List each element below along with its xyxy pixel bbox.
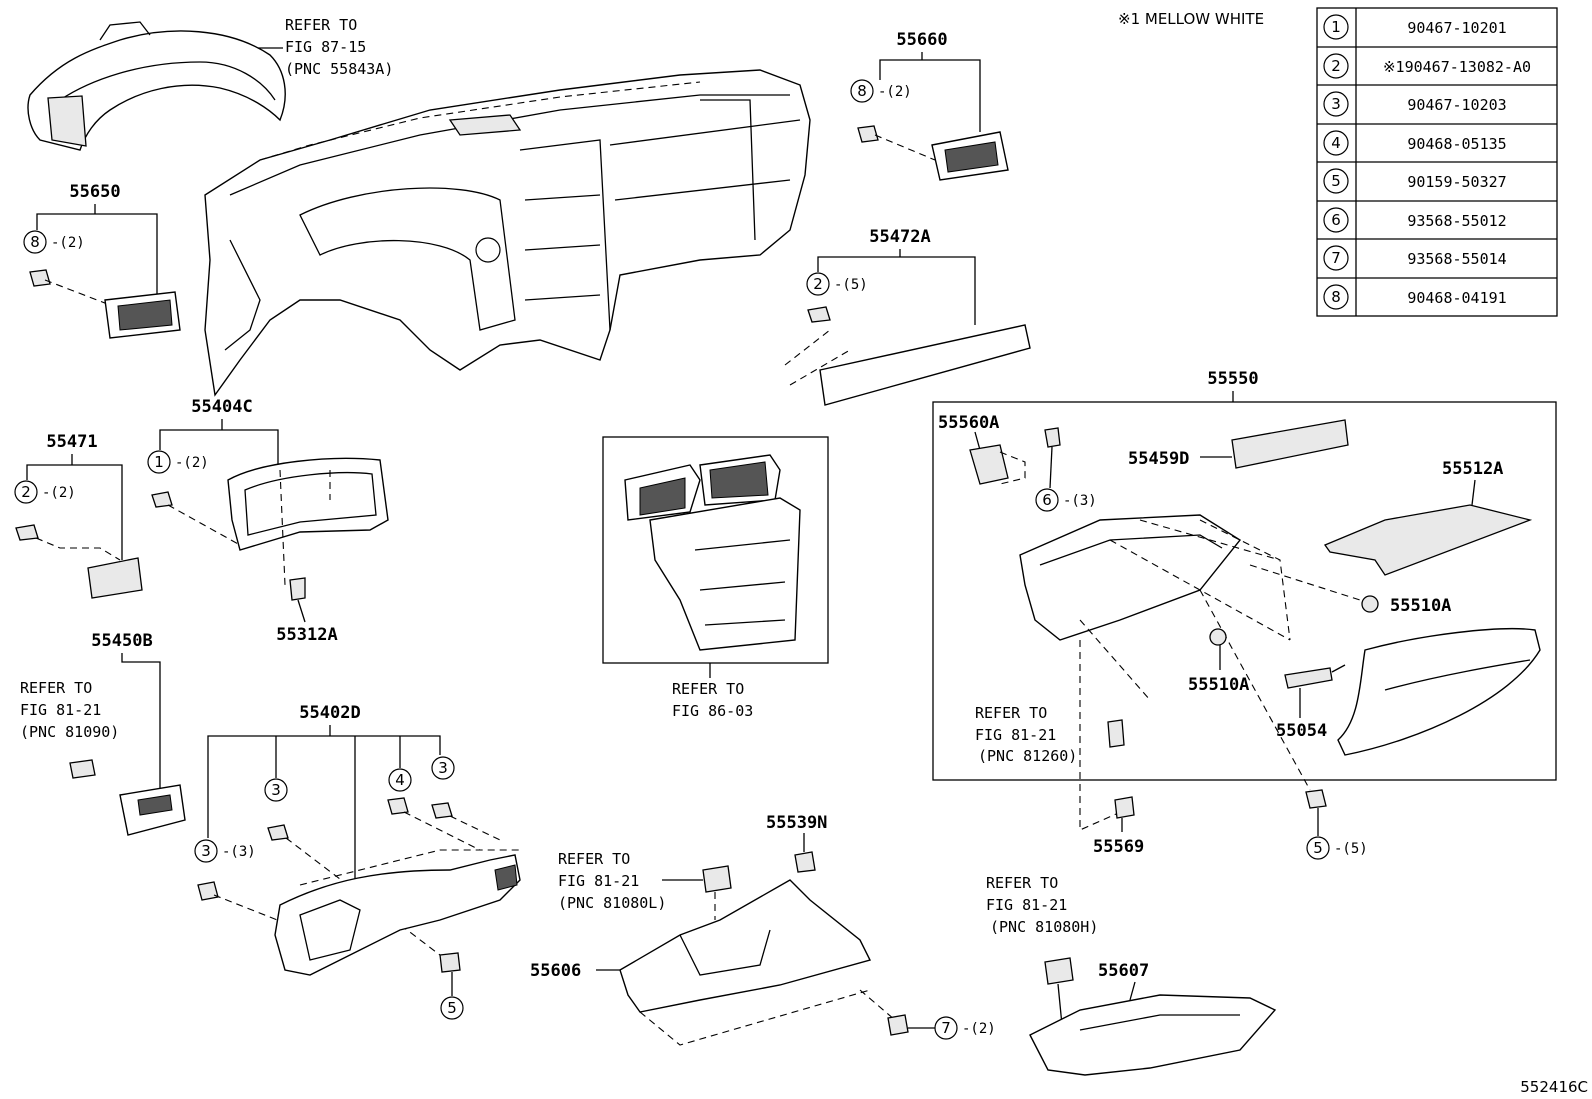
part-label-55539N: 55539N <box>766 813 827 833</box>
callout-quantity: -(2) <box>175 455 209 471</box>
table-row-number: 7 <box>1331 249 1341 267</box>
part-label-55402D: 55402D <box>299 703 360 723</box>
refer-to-fig: FIG 81-21 <box>20 701 101 719</box>
callout-number: 3 <box>438 759 448 777</box>
refer-to-pnc: (PNC 81090) <box>20 723 119 741</box>
callout-2-55471: 2 -(2) <box>14 480 76 504</box>
callout-number: 1 <box>154 453 164 471</box>
callout-3-right: 3 <box>431 756 455 780</box>
callout-3-mid: 3 <box>264 778 288 802</box>
center-panel-drawing <box>624 454 801 651</box>
part-label-55054: 55054 <box>1276 721 1327 741</box>
part-label-55459D: 55459D <box>1128 449 1189 469</box>
table-part-number: 90467-10201 <box>1407 19 1506 37</box>
part-label-55650: 55650 <box>69 182 120 202</box>
refer-to-text: REFER TO <box>20 679 92 697</box>
table-row-number: 3 <box>1331 95 1341 113</box>
refer-to-text: REFER TO <box>986 874 1058 892</box>
refer-to-text: REFER TO <box>558 850 630 868</box>
callout-number: 6 <box>1042 491 1052 509</box>
callout-2-55472A: 2 -(5) <box>806 272 868 296</box>
callout-5-left: 5 <box>440 996 464 1020</box>
callout-8-top-right: 8 -(2) <box>850 79 912 103</box>
refer-to-text: REFER TO <box>975 704 1047 722</box>
callout-7: 7 -(2) <box>934 1016 996 1040</box>
callout-number: 2 <box>813 275 823 293</box>
callout-quantity: -(5) <box>834 277 868 293</box>
parts-table: 1 90467-10201 2 ※190467-13082-A0 3 90467… <box>1316 7 1558 317</box>
callout-1: 1 -(2) <box>147 450 209 474</box>
callout-quantity: -(2) <box>878 84 912 100</box>
table-row-number: 1 <box>1331 18 1341 36</box>
callout-quantity: -(3) <box>1063 493 1097 509</box>
callout-number: 8 <box>857 82 867 100</box>
part-label-55607: 55607 <box>1098 961 1149 981</box>
part-label-55510A-center: 55510A <box>1188 675 1249 695</box>
callout-quantity: -(5) <box>1334 841 1368 857</box>
callout-quantity: -(2) <box>51 235 85 251</box>
refer-to-text: REFER TO <box>285 16 357 34</box>
table-row-number: 4 <box>1331 134 1341 152</box>
table-part-number: 90467-10203 <box>1407 96 1506 114</box>
table-part-number: 90468-05135 <box>1407 135 1506 153</box>
part-label-55472A: 55472A <box>869 227 930 247</box>
part-label-55606: 55606 <box>530 961 581 981</box>
callout-number: 8 <box>30 233 40 251</box>
table-row-number: 5 <box>1331 172 1341 190</box>
part-label-55660: 55660 <box>896 30 947 50</box>
part-label-55569: 55569 <box>1093 837 1144 857</box>
table-row-number: 2 <box>1331 57 1341 75</box>
refer-to-pnc: (PNC 81080L) <box>558 894 666 912</box>
callout-4: 4 <box>388 768 412 792</box>
refer-to-pnc: (PNC 81260) <box>978 747 1077 765</box>
glove-box-group-frame <box>932 401 1557 781</box>
table-part-number: 90468-04191 <box>1407 289 1506 307</box>
part-label-55312A: 55312A <box>276 625 337 645</box>
refer-to-fig: FIG 86-03 <box>672 702 753 720</box>
part-label-55450B: 55450B <box>91 631 152 651</box>
callout-quantity: -(2) <box>962 1021 996 1037</box>
part-label-55471: 55471 <box>46 432 97 452</box>
callout-number: 4 <box>395 771 405 789</box>
part-label-55560A: 55560A <box>938 413 999 433</box>
callout-number: 3 <box>201 842 211 860</box>
air-duct-drawing <box>27 21 286 151</box>
table-row-number: 8 <box>1331 288 1341 306</box>
callout-5-right: 5 -(5) <box>1306 836 1368 860</box>
part-label-55510A-right: 55510A <box>1390 596 1451 616</box>
refer-to-fig: FIG 81-21 <box>975 726 1056 744</box>
callout-6: 6 -(3) <box>1035 488 1097 512</box>
table-part-number: 93568-55012 <box>1407 212 1506 230</box>
callout-number: 3 <box>271 781 281 799</box>
mellow-white-note: ※1 MELLOW WHITE <box>1118 10 1264 28</box>
part-label-55512A: 55512A <box>1442 459 1503 479</box>
table-part-number: 93568-55014 <box>1407 250 1506 268</box>
refer-to-fig: FIG 81-21 <box>986 896 1067 914</box>
refer-to-fig: FIG 87-15 <box>285 38 366 56</box>
callout-number: 2 <box>21 483 31 501</box>
table-row-number: 6 <box>1331 211 1341 229</box>
refer-to-text: REFER TO <box>672 680 744 698</box>
table-part-number: ※190467-13082-A0 <box>1383 58 1531 76</box>
table-part-number: 90159-50327 <box>1407 173 1506 191</box>
refer-to-fig: FIG 81-21 <box>558 872 639 890</box>
callout-3-left: 3 -(3) <box>194 839 256 863</box>
callout-number: 5 <box>447 999 457 1017</box>
refer-to-pnc: (PNC 55843A) <box>285 60 393 78</box>
callout-number: 5 <box>1313 839 1323 857</box>
figure-id: 552416C <box>1520 1078 1588 1096</box>
part-label-55550: 55550 <box>1207 369 1258 389</box>
callout-8-left: 8 -(2) <box>23 230 85 254</box>
callout-number: 7 <box>941 1019 951 1037</box>
refer-to-pnc: (PNC 81080H) <box>990 918 1098 936</box>
callout-quantity: -(3) <box>222 844 256 860</box>
instrument-panel-drawing <box>204 69 811 397</box>
callout-quantity: -(2) <box>42 485 76 501</box>
part-label-55404C: 55404C <box>191 397 252 417</box>
